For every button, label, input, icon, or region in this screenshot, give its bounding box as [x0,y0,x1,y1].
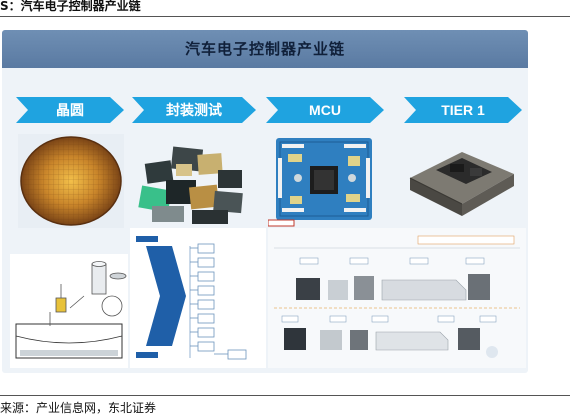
wafer-process-sketch [10,254,128,368]
stage-label-packaging: 封装测试 [166,102,222,118]
diagram-banner-title: 汽车电子控制器产业链 [184,40,345,58]
stage-arrow-wafer: 晶圆 [16,97,124,123]
stage-arrow-mcu: MCU [266,97,384,123]
stage-label-wafer: 晶圆 [56,102,84,118]
title-rule [0,16,570,17]
arrow-shape-icon [16,97,124,123]
stage-label-tier1: TIER 1 [441,102,485,118]
smt-production-line-image [274,235,520,358]
diagram-banner [2,30,528,68]
ic-chip-pile-image [132,134,250,226]
stage-arrow-tier1: TIER 1 [404,97,522,123]
source-rule [0,395,570,396]
arrow-shape-icon [266,97,384,123]
arrow-shape-icon [132,97,256,123]
figure-title: S：汽车电子控制器产业链 [0,0,141,13]
arrow-shape-icon [404,97,522,123]
mcu-dev-board-image [268,132,380,228]
wafer-image [18,134,124,228]
stage-arrow-packaging: 封装测试 [132,97,256,123]
diagram-panel: 汽车电子控制器产业链 晶圆 封装测试 MCU TIER 1 [2,30,528,373]
figure-source: 来源：产业信息网，东北证券 [0,401,157,415]
stage-label-mcu: MCU [309,102,341,118]
packaging-flowchart [136,236,247,360]
ecu-module-image [400,134,520,226]
